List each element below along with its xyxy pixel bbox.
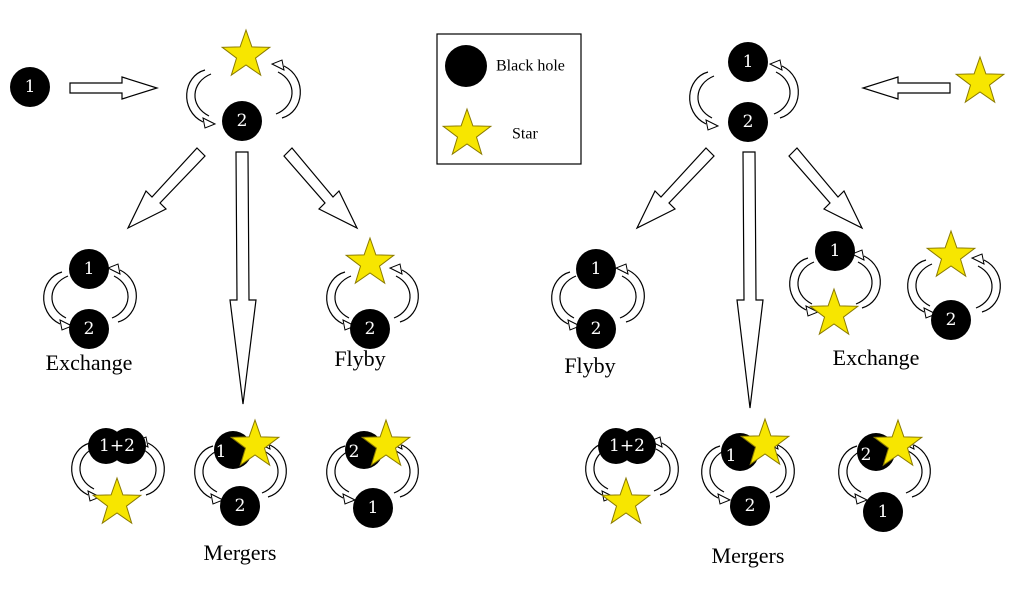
right-merger3-top-label: 2 xyxy=(861,445,872,465)
right-exchange-caption: Exchange xyxy=(833,345,920,370)
binary-hole-label: 2 xyxy=(237,111,248,131)
exchange-bottom-label: 2 xyxy=(84,319,95,339)
incoming-black-hole-label: 1 xyxy=(25,77,36,97)
exchange-top-label: 1 xyxy=(84,259,95,279)
merger3-top-label: 2 xyxy=(349,442,360,462)
right-merger-3: 2 1 xyxy=(838,419,931,532)
binary-star xyxy=(221,29,271,76)
right-arrow-to-flyby xyxy=(635,147,715,230)
legend: Black hole Star xyxy=(436,33,582,165)
right-panel: 1 2 1 2 Flyby 1 xyxy=(551,42,1005,568)
merger2-top-label: 1 xyxy=(216,442,227,462)
right-flyby-outcome: 1 2 Flyby xyxy=(551,249,645,378)
right-binary-top-label: 1 xyxy=(743,52,754,72)
right-incoming-star xyxy=(955,56,1005,103)
right-exchange2-bottom-label: 2 xyxy=(946,310,957,330)
left-mergers-caption: Mergers xyxy=(204,540,277,565)
incoming-arrow xyxy=(69,76,160,100)
arrow-to-flyby xyxy=(283,147,359,230)
left-exchange-caption: Exchange xyxy=(46,350,133,375)
left-exchange-outcome: 1 2 Exchange xyxy=(43,249,137,375)
merger3-bottom-label: 1 xyxy=(368,498,379,518)
right-arrow-to-exchange xyxy=(788,147,864,230)
right-flyby-bottom-label: 2 xyxy=(591,319,602,339)
right-merger2-top-label: 1 xyxy=(726,446,737,466)
right-exchange1-top-label: 1 xyxy=(830,241,841,261)
left-merger-3: 2 1 xyxy=(326,419,419,528)
flyby-bottom-label: 2 xyxy=(365,319,376,339)
left-flyby-caption: Flyby xyxy=(334,346,385,371)
right-flyby-caption: Flyby xyxy=(564,353,615,378)
left-merger-2: 1 2 xyxy=(194,419,287,526)
left-merger-1: 1+2 xyxy=(71,428,165,524)
right-merger2-bottom-label: 2 xyxy=(745,496,756,516)
legend-black-hole-icon xyxy=(445,45,487,87)
right-merger-2: 1 2 xyxy=(701,418,795,526)
legend-black-hole-label: Black hole xyxy=(496,58,565,75)
left-flyby-outcome: 2 Flyby xyxy=(326,237,419,371)
merger1-label: 1+2 xyxy=(99,436,135,456)
right-arrow-to-mergers xyxy=(736,151,764,409)
arrow-to-mergers xyxy=(229,151,257,405)
right-exchange-2: 2 xyxy=(907,230,1001,340)
right-initial-binary: 1 2 xyxy=(689,42,799,142)
right-flyby-top-label: 1 xyxy=(591,259,602,279)
incoming-black-hole: 1 xyxy=(10,67,50,107)
right-exchange-1: 1 xyxy=(789,231,881,335)
arrow-to-exchange xyxy=(126,147,206,230)
right-merger3-bottom-label: 1 xyxy=(878,502,889,522)
right-mergers-caption: Mergers xyxy=(712,543,785,568)
right-merger-1: 1+2 xyxy=(585,428,679,524)
merger2-bottom-label: 2 xyxy=(235,496,246,516)
legend-star-label: Star xyxy=(512,126,538,143)
left-panel: 1 2 1 2 Exchange xyxy=(10,29,419,565)
right-incoming-arrow xyxy=(860,76,951,100)
initial-binary: 2 xyxy=(186,29,301,141)
right-binary-bottom-label: 2 xyxy=(743,112,754,132)
right-merger1-label: 1+2 xyxy=(609,436,645,456)
